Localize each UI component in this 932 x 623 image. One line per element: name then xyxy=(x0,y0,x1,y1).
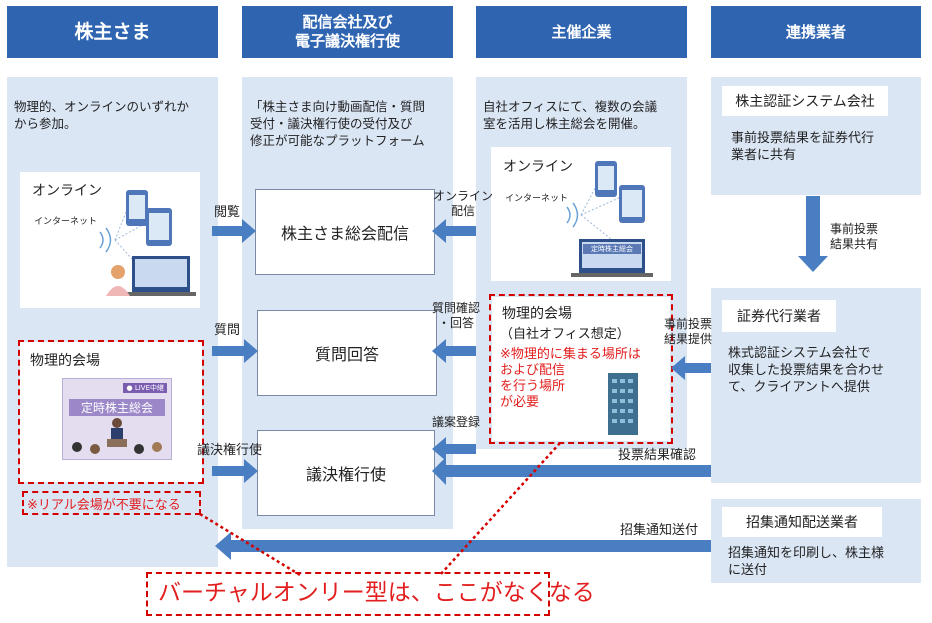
mail-agent-title-box: 招集通知配送業者 xyxy=(722,507,882,537)
building-icon xyxy=(608,373,638,435)
transfer-agent-title-box: 証券代行業者 xyxy=(722,300,836,332)
arrow-view xyxy=(212,219,256,243)
mail-agent-title: 招集通知配送業者 xyxy=(746,515,858,531)
qa-box: 質問回答 xyxy=(257,310,437,396)
organizer-physical-box: 物理的会場 （自社オフィス想定） ※物理的に集まる場所は および配信 を行う場所… xyxy=(492,297,670,441)
transfer-agent-desc: 株式認証システム会社で 収集した投票結果を合わせ て、クライアントへ提供 xyxy=(728,346,885,395)
venue-audience-illustration xyxy=(72,418,162,454)
label-proposal-register: 議案登録 xyxy=(432,415,481,429)
label-question: 質問 xyxy=(214,323,241,338)
organizer-physical-note: ※物理的に集まる場所は および配信 を行う場所 が必要 xyxy=(500,347,641,410)
arrow-question xyxy=(212,339,258,363)
arrow-notice-send xyxy=(215,532,711,560)
header-organizer: 主催企業 xyxy=(476,6,687,58)
shareholder-internet-label: インターネット xyxy=(34,217,98,227)
arrow-proposal-register xyxy=(432,437,476,461)
header-shareholders: 株主さま xyxy=(7,6,218,58)
venue-screen: ● LIVE中継 定時株主総会 xyxy=(62,378,172,460)
organizer-physical-title: 物理的会場 xyxy=(502,306,572,322)
arrow-qa-confirm xyxy=(432,339,476,363)
organizer-screen-label: 定時株主総会 xyxy=(583,244,641,254)
voting-box: 議決権行使 xyxy=(257,430,435,516)
shareholder-physical-box: 物理的会場 ● LIVE中継 定時株主総会 xyxy=(20,342,202,482)
shareholder-physical-dashed-frame xyxy=(18,340,204,484)
arrow-vote xyxy=(212,459,258,483)
transfer-agent-title: 証券代行業者 xyxy=(737,309,821,325)
arrow-online-stream xyxy=(432,219,476,243)
shareholder-online-illustration xyxy=(99,190,196,296)
arrow-advance-result-provide xyxy=(671,356,711,380)
live-badge: ● LIVE中継 xyxy=(123,383,167,393)
organizer-physical-subtitle: （自社オフィス想定） xyxy=(500,327,630,342)
organizer-internet-label: インターネット xyxy=(505,194,569,204)
auth-company-desc: 事前投票結果を証券代行 業者に共有 xyxy=(731,131,875,163)
shareholder-online-box: オンライン インターネット xyxy=(20,172,200,308)
pointer-line-left xyxy=(199,512,301,577)
venue-screen-title: 定時株主総会 xyxy=(69,399,165,416)
real-venue-note: ※リアル会場が不要になる xyxy=(27,498,181,513)
label-online-stream: オンライン 配信 xyxy=(433,189,494,218)
label-view: 閲覧 xyxy=(214,205,241,220)
organizer-online-illustration xyxy=(566,161,653,277)
shareholder-physical-title: 物理的会場 xyxy=(30,353,100,369)
header-partners: 連携業者 xyxy=(711,6,921,58)
organizer-online-box: オンライン インターネット 定時株主総会 xyxy=(491,147,671,281)
label-notice-send: 招集通知送付 xyxy=(620,523,699,538)
distributor-intro: 「株主さま向け動画配信・質問 受付・議決権行使の受付及び 修正が可能なプラットフ… xyxy=(250,99,426,148)
shareholder-online-title: オンライン xyxy=(32,183,102,199)
streaming-box: 株主さま総会配信 xyxy=(255,189,435,275)
shareholders-intro: 物理的、オンラインのいずれか から参加。 xyxy=(14,99,190,131)
label-advance-provide: 事前投票 結果提供 xyxy=(664,317,713,346)
auth-company-title-box: 株主認証システム会社 xyxy=(722,86,888,116)
auth-company-title: 株主認証システム会社 xyxy=(735,94,875,110)
real-venue-note-frame xyxy=(22,491,201,515)
shareholders-column xyxy=(7,77,218,567)
label-vote: 議決権行使 xyxy=(197,443,263,458)
label-qa-confirm: 質問確認 ・回答 xyxy=(432,301,481,330)
bottom-note: バーチャルオンリー型は、ここがなくなる xyxy=(158,580,595,606)
label-advance-share: 事前投票 結果共有 xyxy=(830,222,879,251)
arrow-advance-share xyxy=(798,196,828,272)
label-vote-result-confirm: 投票結果確認 xyxy=(618,448,697,463)
arrow-vote-result-confirm xyxy=(432,457,711,485)
pointer-line-right xyxy=(439,442,561,576)
header-distributor: 配信会社及び 電子議決権行使 xyxy=(242,6,453,58)
organizer-physical-dashed-frame xyxy=(489,294,673,444)
organizer-intro: 自社オフィスにて、複数の会議 室を活用し株主総会を開催。 xyxy=(483,99,658,131)
mail-agent-desc: 招集通知を印刷し、株主様 に送付 xyxy=(728,546,885,578)
bottom-note-frame xyxy=(146,572,550,616)
organizer-online-title: オンライン xyxy=(503,159,573,175)
